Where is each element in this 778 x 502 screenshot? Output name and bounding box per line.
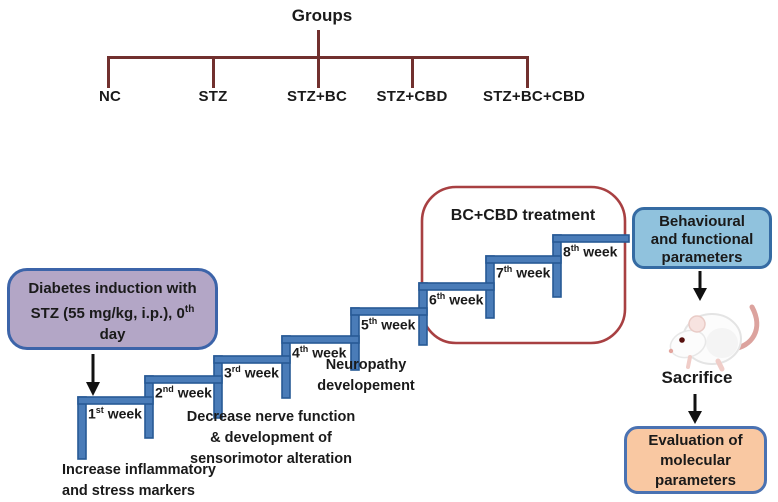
tree-tick-line [107,56,110,88]
behavioural-line3: parameters [661,249,743,266]
diabetes-induction-box: Diabetes induction with STZ (55 mg/kg, i… [7,268,218,350]
tree-title: Groups [291,6,353,25]
week5-annotation-line2: developement [317,378,415,394]
treatment-outline-box [420,185,627,345]
down-arrow-icon [86,354,100,396]
week-7-label: 7th week [496,264,551,281]
group-label-stz-cbd: STZ+CBD [376,88,448,105]
evaluation-line3: parameters [655,472,736,489]
week-2-label: 2nd week [155,384,212,401]
week-1-label: 1st week [88,405,142,422]
behavioural-line2: and functional [650,231,754,248]
evaluation-line2: molecular [660,452,731,469]
behavioural-parameters-box: Behavioural and functional parameters [632,207,772,269]
week-4-label: 4th week [292,344,347,361]
rat-image [668,304,760,372]
group-label-stz: STZ [198,88,228,105]
week1-annotation-line2: and stress markers [62,483,195,499]
week-5-label: 5th week [361,316,416,333]
tree-tick-line [411,56,414,88]
treatment-label: BC+CBD treatment [450,207,596,224]
evaluation-line1: Evaluation of [648,432,743,449]
behavioural-line1: Behavioural [659,213,745,230]
induction-line2: STZ (55 mg/kg, i.p.), 0th [30,304,195,322]
week-6-label: 6th week [429,291,484,308]
down-arrow-icon [693,271,707,301]
induction-line3: day [99,326,126,343]
sacrifice-label: Sacrifice [661,368,733,387]
tree-tick-line [526,56,529,88]
group-label-stz-bc-cbd: STZ+BC+CBD [482,88,586,105]
group-label-nc: NC [98,88,122,105]
week-3-label: 3rd week [224,364,279,381]
week-8-label: 8th week [563,243,618,260]
induction-line1: Diabetes induction with [28,280,197,297]
tree-stem-line [317,30,320,57]
tree-tick-line [317,56,320,88]
down-arrow-icon [688,394,702,424]
tree-tick-line [212,56,215,88]
week3-annotation-line1: Decrease nerve function [186,409,356,425]
staircase-bars [77,234,630,460]
week1-annotation-line1: Increase inflammatory [62,462,216,478]
week3-annotation-line2: & development of [210,430,332,446]
evaluation-parameters-box: Evaluation of molecular parameters [624,426,767,494]
week3-annotation-line3: sensorimotor alteration [190,451,352,467]
week5-annotation-line1: Neuropathy [325,357,407,373]
group-label-stz-bc: STZ+BC [287,88,347,105]
